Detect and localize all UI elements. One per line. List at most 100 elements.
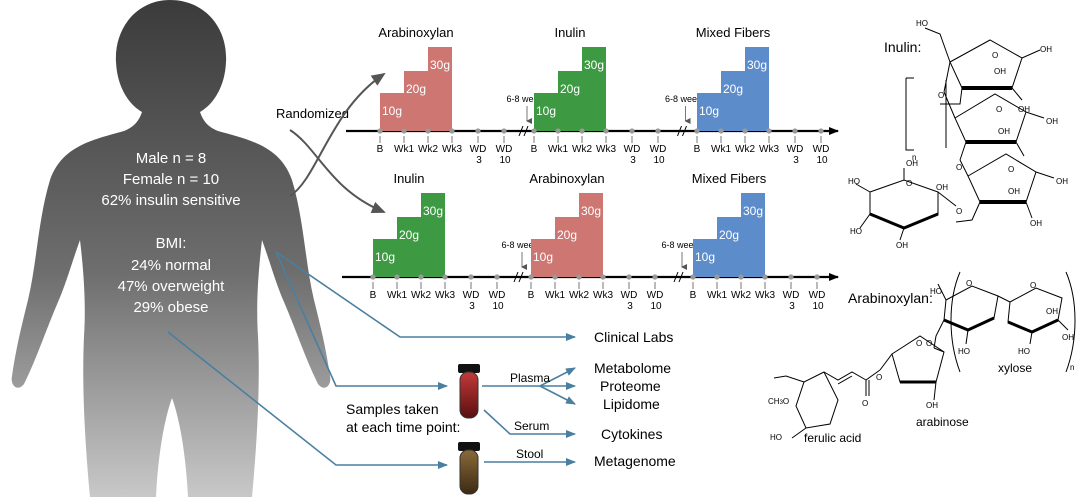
- washout-label: 6-8 weeks: [665, 94, 707, 104]
- samples-caption-line2: at each time point:: [346, 419, 460, 435]
- svg-text:OH: OH: [936, 183, 948, 192]
- svg-text:HO: HO: [1018, 347, 1030, 356]
- timepoint-marker: [762, 274, 768, 280]
- sample-type-labels: Plasma Serum Stool: [510, 371, 550, 461]
- inulin-title: Inulin:: [884, 39, 921, 55]
- dose-label: 30g: [747, 58, 767, 72]
- timepoint-label: Wk3: [442, 144, 462, 155]
- timepoint-label: B: [694, 144, 701, 155]
- timepoint-label: Wk2: [735, 144, 755, 155]
- inulin-repeat-n: n: [912, 153, 916, 162]
- arrow-to-cytokines: [483, 409, 576, 438]
- timepoint-label-day: 10: [653, 155, 665, 166]
- timepoint-marker: [555, 128, 561, 134]
- timepoint-marker: [694, 128, 700, 134]
- timepoint-label: Wk1: [387, 290, 407, 301]
- svg-text:O: O: [862, 399, 868, 408]
- sample-flow-arrows: [167, 251, 576, 469]
- svg-text:CH3O: CH3O: [768, 397, 789, 406]
- svg-text:O: O: [906, 179, 912, 188]
- timepoint-marker: [468, 274, 474, 280]
- washout-label: 6-8 weeks: [661, 240, 703, 250]
- svg-text:HO: HO: [848, 177, 860, 186]
- ferulic-acid-label: ferulic acid: [804, 431, 861, 445]
- timepoint-label: Wk3: [435, 290, 455, 301]
- bmi-obese: 29% obese: [133, 299, 208, 316]
- timepoint-marker: [501, 128, 507, 134]
- dose-step-mixed-fibers: [697, 47, 769, 131]
- svg-text:O: O: [1030, 281, 1036, 290]
- timepoint-marker: [742, 128, 748, 134]
- xylose-label: xylose: [998, 361, 1032, 375]
- timepoint-label-day: 3: [789, 301, 795, 312]
- timepoint-label: Wk2: [569, 290, 589, 301]
- stool-tube: [458, 442, 480, 495]
- timepoint-label: WD: [650, 144, 667, 155]
- metabolome-label: Metabolome: [594, 360, 671, 376]
- timepoint-marker: [576, 274, 582, 280]
- svg-text:OH: OH: [1040, 45, 1052, 54]
- timepoint-label: WD: [496, 144, 513, 155]
- timepoint-label: Wk2: [731, 290, 751, 301]
- svg-text:O: O: [916, 339, 922, 348]
- timepoint-label: Wk3: [593, 290, 613, 301]
- timepoint-marker: [738, 274, 744, 280]
- timepoint-label: Wk1: [711, 144, 731, 155]
- svg-text:O: O: [876, 373, 882, 382]
- timepoint-marker: [425, 128, 431, 134]
- metagenome-label: Metagenome: [594, 453, 676, 469]
- timepoint-label: WD: [621, 290, 638, 301]
- timepoint-marker: [788, 274, 794, 280]
- timepoint-label: B: [528, 290, 535, 301]
- timepoint-marker: [629, 128, 635, 134]
- bmi-normal: 24% normal: [131, 257, 211, 274]
- timepoint-marker: [552, 274, 558, 280]
- svg-text:OH: OH: [1046, 117, 1058, 126]
- plasma-label: Plasma: [510, 371, 550, 385]
- assay-outputs: Clinical Labs Metabolome Proteome Lipido…: [594, 329, 676, 469]
- timepoint-label: WD: [809, 290, 826, 301]
- svg-text:OH: OH: [1056, 177, 1068, 186]
- phase-title: Mixed Fibers: [696, 25, 771, 40]
- timepoint-label-day: 10: [812, 301, 824, 312]
- timepoint-marker: [494, 274, 500, 280]
- dose-label: 10g: [533, 250, 553, 264]
- svg-text:O: O: [1008, 165, 1014, 174]
- svg-text:OH: OH: [1018, 105, 1030, 114]
- phase-title: Inulin: [554, 25, 585, 40]
- svg-text:OH: OH: [994, 67, 1006, 76]
- svg-text:OH: OH: [998, 127, 1010, 136]
- timepoint-label: B: [370, 290, 377, 301]
- axis-break: [518, 125, 529, 137]
- timepoint-label: WD: [813, 144, 830, 155]
- svg-text:O: O: [996, 105, 1002, 114]
- timepoint-marker: [814, 274, 820, 280]
- arabinoxylan-structure: Arabinoxylan: O HO HO: [768, 271, 1076, 445]
- phase-title: Inulin: [393, 171, 424, 186]
- timepoint-label-day: 10: [650, 301, 662, 312]
- dose-label: 30g: [581, 204, 601, 218]
- timepoint-label: Wk3: [755, 290, 775, 301]
- serum-label: Serum: [514, 419, 549, 433]
- randomize-arrow-bottom: [289, 129, 386, 214]
- dose-step-inulin: [534, 47, 606, 131]
- svg-text:OH: OH: [1008, 187, 1020, 196]
- insulin-sensitive-stat: 62% insulin sensitive: [101, 192, 240, 209]
- randomize-arrow-top: [289, 72, 386, 197]
- svg-text:HO: HO: [958, 347, 970, 356]
- timepoint-marker: [655, 128, 661, 134]
- axis-break: [677, 125, 687, 137]
- timepoint-label: Wk1: [545, 290, 565, 301]
- dose-step-arabinoxylan: [531, 193, 603, 277]
- timepoint-label: WD: [783, 290, 800, 301]
- arrow-to-plasma-tube: [275, 251, 448, 390]
- timepoint-marker: [603, 128, 609, 134]
- timepoint-label: B: [377, 144, 384, 155]
- dose-step-mixed-fibers: [693, 193, 765, 277]
- dose-label: 10g: [375, 250, 395, 264]
- arrow-to-lipidome: [539, 385, 576, 405]
- dose-label: 20g: [399, 228, 419, 242]
- svg-text:O: O: [926, 339, 932, 348]
